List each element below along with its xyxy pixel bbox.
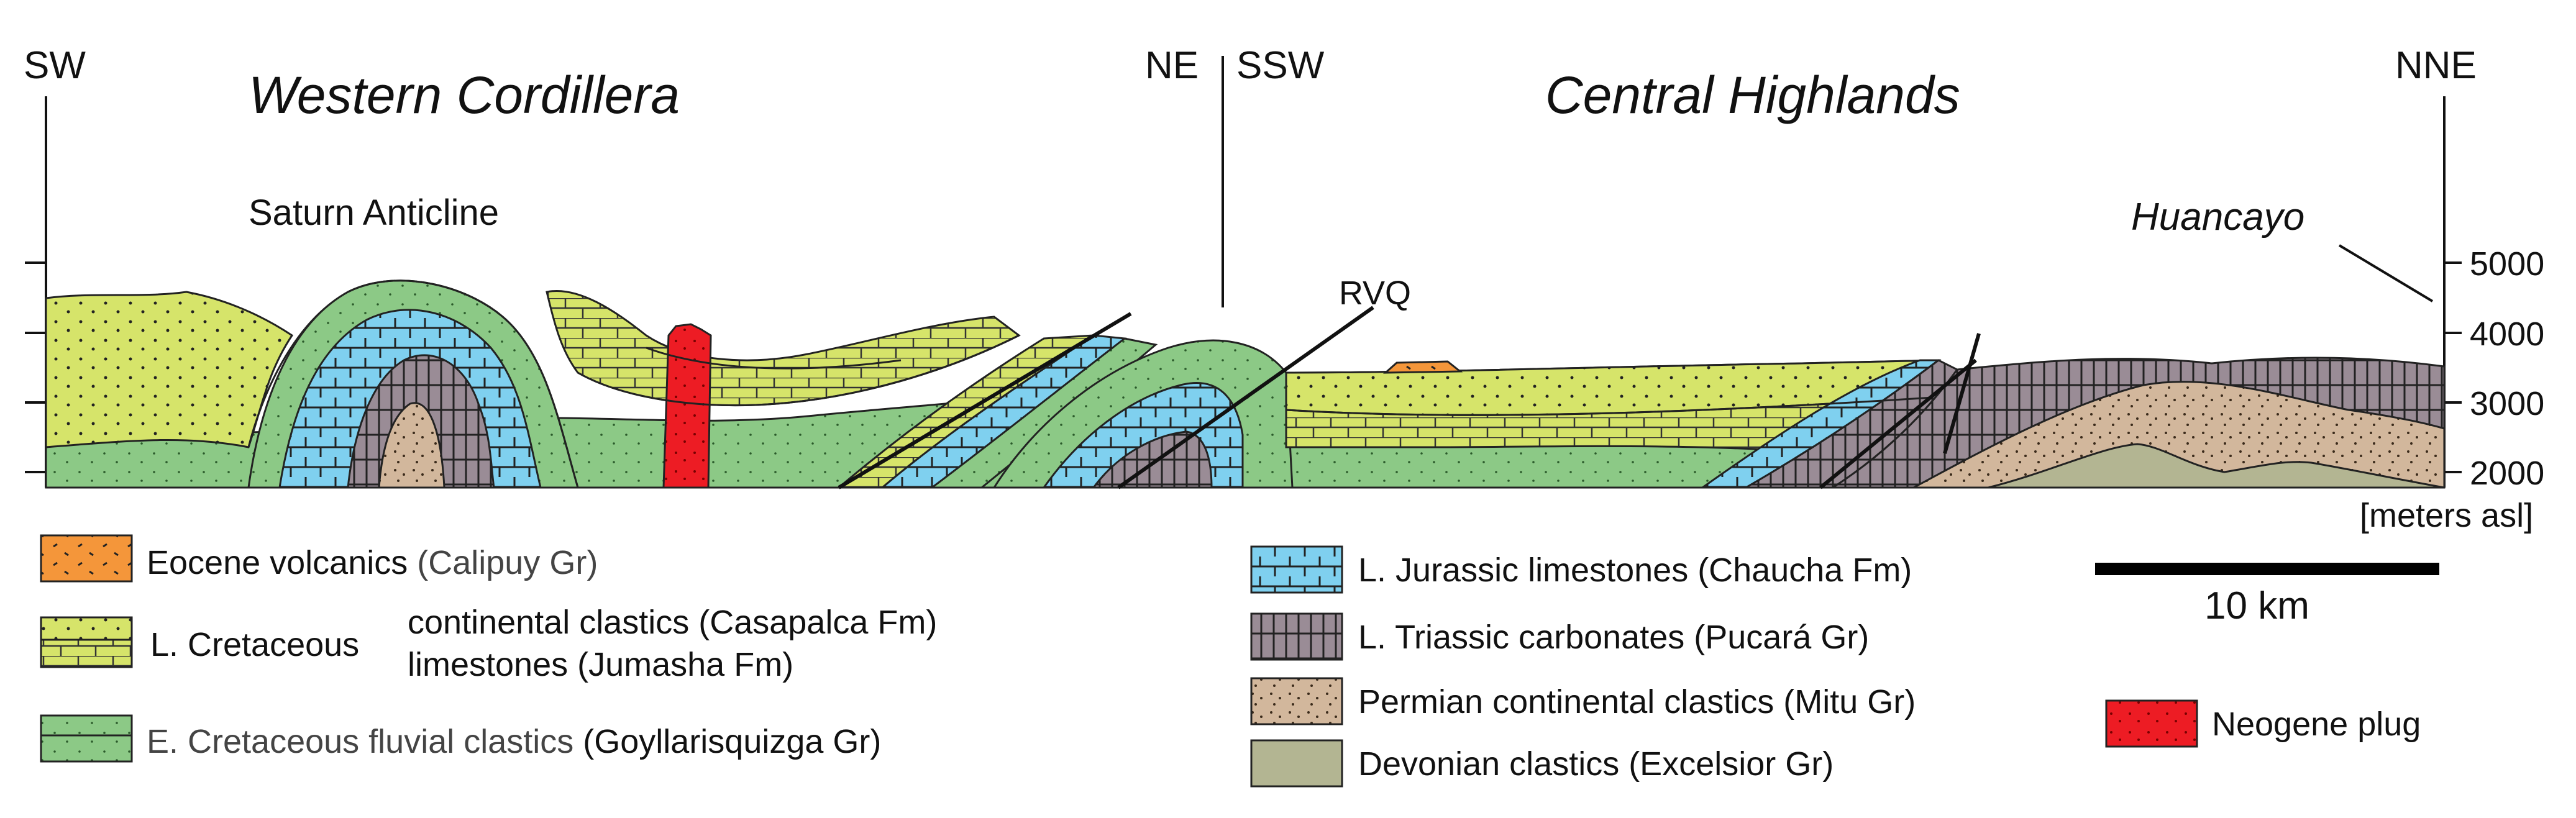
legend-swatch-devonian	[1250, 739, 1343, 788]
unit-l-cretaceous-west	[45, 291, 294, 448]
left-ticks	[25, 261, 46, 473]
unit-devonian-east	[1988, 443, 2445, 489]
elevation-tick-2000: 2000	[2470, 455, 2544, 492]
scale-bar-label: 10 km	[2204, 584, 2309, 627]
legend: Eocene volcanics (Calipuy Gr) L. Cretace…	[40, 534, 2421, 788]
legend-swatch-e-cretaceous	[40, 714, 133, 763]
elevation-tick-4000: 4000	[2470, 316, 2544, 353]
legend-label-casapalca: continental clastics (Casapalca Fm)	[408, 604, 937, 641]
title-western-cordillera: Western Cordillera	[249, 66, 680, 124]
legend-swatch-eocene	[40, 534, 133, 583]
legend-label-eocene: Eocene volcanics (Calipuy Gr)	[147, 544, 598, 581]
legend-label-permian: Permian continental clastics (Mitu Gr)	[1358, 683, 1916, 720]
legend-swatch-permian	[1250, 677, 1343, 725]
legend-label-devonian: Devonian clastics (Excelsior Gr)	[1358, 745, 1834, 783]
bedding-lines	[247, 279, 1933, 488]
cross-section	[45, 279, 2446, 489]
legend-swatch-l-cretaceous-bottom	[40, 638, 133, 668]
legend-label-neogene: Neogene plug	[2212, 706, 2421, 743]
legend-swatch-neogene	[2105, 699, 2198, 748]
direction-label-ssw: SSW	[1236, 44, 1325, 87]
label-rvq: RVQ	[1339, 275, 1411, 312]
unit-neogene-plug	[662, 323, 712, 489]
fault-lines	[838, 306, 1981, 489]
legend-label-e-cretaceous: E. Cretaceous fluvial clastics (Goyllari…	[147, 723, 881, 760]
elevation-tick-3000: 3000	[2470, 385, 2544, 422]
legend-swatch-l-cretaceous-top	[40, 616, 133, 641]
unit-eocene-volcanics	[1382, 360, 1463, 374]
elevation-unit-label: [meters asl]	[2360, 497, 2533, 534]
legend-label-triassic: L. Triassic carbonates (Pucará Gr)	[1358, 619, 1869, 656]
legend-label-jumasha: limestones (Jumasha Fm)	[408, 646, 793, 683]
elevation-tick-5000: 5000	[2470, 245, 2544, 283]
unit-permian-east	[1913, 381, 2446, 489]
right-ticks	[2444, 261, 2462, 473]
direction-label-nne: NNE	[2395, 44, 2477, 87]
legend-swatch-triassic	[1250, 612, 1343, 661]
unit-l-cretaceous-syncline	[546, 290, 1021, 407]
legend-label-l-cretaceous: L. Cretaceous	[150, 626, 359, 663]
label-saturn-anticline: Saturn Anticline	[249, 193, 499, 233]
label-huancayo: Huancayo	[2131, 196, 2304, 239]
title-central-highlands: Central Highlands	[1545, 66, 1960, 124]
direction-label-sw: SW	[24, 44, 86, 87]
unit-rvq-triassic	[1092, 430, 1213, 489]
scale-bar	[2095, 563, 2439, 575]
huancayo-leader-line	[2338, 244, 2434, 302]
direction-label-ne: NE	[1145, 44, 1199, 87]
unit-permian-anticline	[378, 402, 445, 489]
legend-swatch-jurassic	[1250, 545, 1343, 594]
legend-label-jurassic: L. Jurassic limestones (Chaucha Fm)	[1358, 552, 1912, 589]
